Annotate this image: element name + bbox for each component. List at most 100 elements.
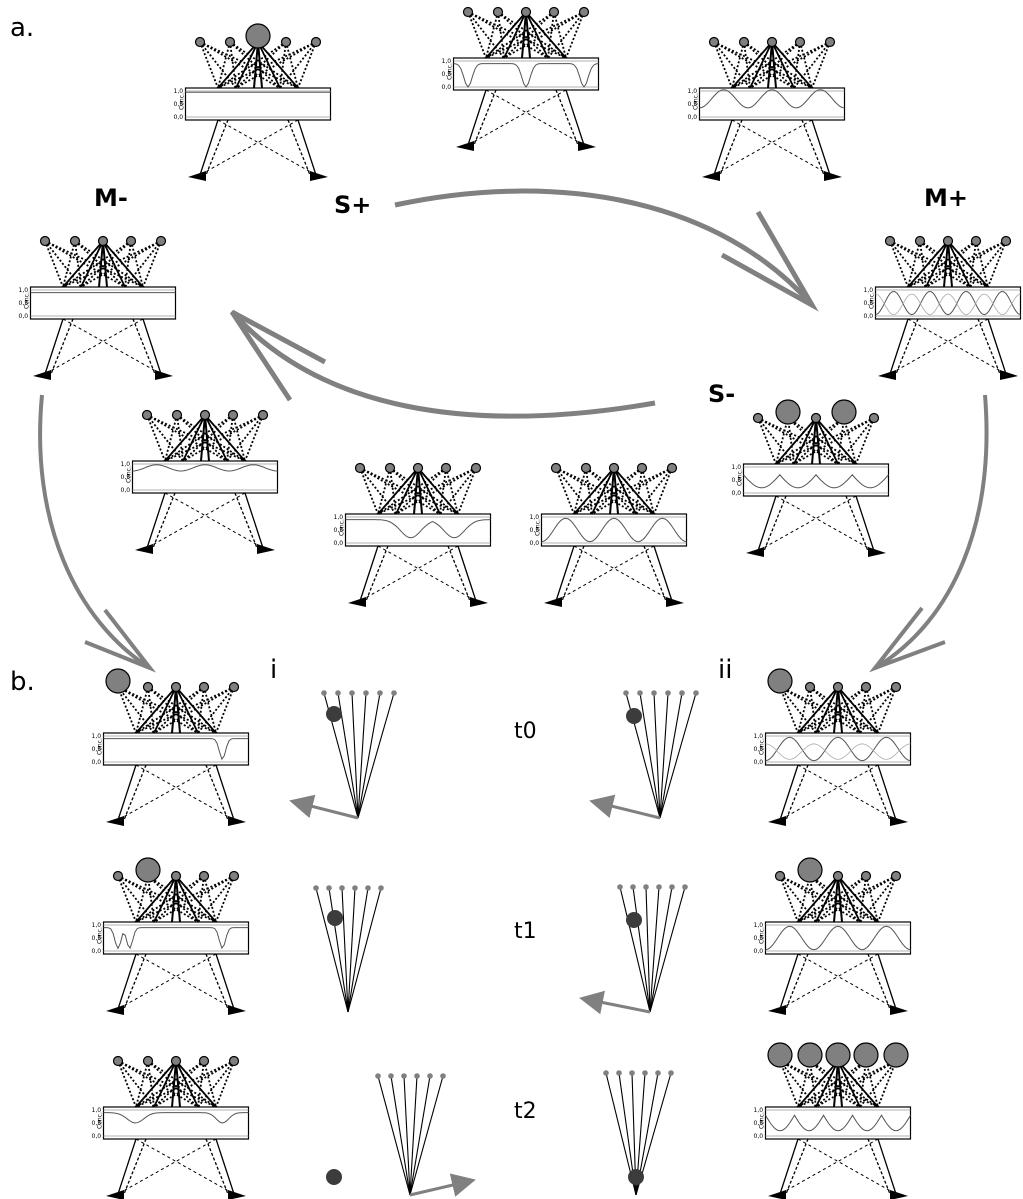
connection-line (889, 240, 909, 288)
fan-tip-node (352, 885, 358, 891)
sensor-node (125, 235, 137, 247)
active-node (831, 399, 857, 425)
cross-line (135, 764, 235, 821)
connection-line (837, 686, 879, 734)
state-s-minus-label: S- (708, 380, 735, 408)
fan-line (347, 887, 382, 1013)
y-axis-label: Conc. (179, 93, 186, 110)
leg-line (146, 492, 166, 549)
fan-tip-node (665, 690, 671, 696)
connection-line (837, 875, 879, 923)
network-diagram-8: Conc.1,00,50,0 (732, 399, 890, 557)
concentration-curve (875, 293, 1021, 315)
connection-line (417, 467, 459, 515)
foot-left (348, 597, 366, 607)
y-tick-label: 0,0 (530, 540, 540, 547)
connection-line (80, 240, 162, 288)
connection-line (811, 417, 817, 465)
sensor-node (112, 870, 124, 882)
active-node (135, 857, 161, 883)
y-tick-label: 1,0 (121, 461, 131, 468)
connection-line (485, 11, 555, 59)
sensor-node (171, 409, 183, 421)
fan-line (347, 887, 369, 1013)
y-tick-label: 1,0 (174, 88, 184, 95)
sensor-node (860, 870, 872, 882)
y-tick-label: 0,5 (442, 71, 452, 78)
y-tick-label: 0,5 (754, 1120, 764, 1127)
fan-tip-node (603, 1070, 609, 1076)
connection-line (199, 41, 219, 89)
sensor-node (1000, 235, 1012, 247)
connection-line (547, 11, 585, 59)
connection-line (779, 875, 861, 923)
connection-line (815, 417, 857, 465)
connection-line (117, 686, 137, 734)
cross-line (731, 119, 831, 176)
connection-line (117, 686, 155, 734)
cross-line (117, 1138, 217, 1195)
leg-line (779, 1138, 799, 1195)
concentration-plot (102, 921, 250, 955)
sensor-node (636, 462, 648, 474)
connection-line (797, 875, 839, 923)
connection-line (215, 875, 235, 923)
fan-tip-node (326, 885, 332, 891)
foot-left (188, 171, 206, 181)
connection-line (591, 467, 673, 515)
connection-line (877, 875, 897, 923)
connection-line (987, 240, 1007, 288)
sensor-node (97, 235, 109, 247)
sensor-node (69, 235, 81, 247)
concentration-plot (698, 87, 846, 121)
connection-line (833, 1060, 839, 1108)
cross-line (797, 764, 897, 821)
connection-line (175, 875, 217, 923)
connection-line (779, 1060, 799, 1108)
cross-line (199, 119, 299, 176)
connection-line (503, 11, 585, 59)
concentration-curve (765, 743, 911, 760)
connection-line (485, 11, 527, 59)
sensor-node (354, 462, 366, 474)
connection-line (779, 686, 799, 734)
connection-line (573, 467, 615, 515)
y-tick-label: 0,5 (754, 746, 764, 753)
connection-line (117, 875, 137, 923)
sensor-node (227, 409, 239, 421)
sensor-node (548, 6, 560, 18)
sensor-node (860, 681, 872, 693)
fan-line (649, 886, 660, 1013)
connection-line (153, 1060, 235, 1108)
active-node (797, 857, 823, 883)
network-diagram-5: Conc.1,00,50,0 (121, 409, 279, 554)
sensor-node (890, 681, 902, 693)
connection-line (226, 414, 264, 462)
y-tick-label: 0,5 (19, 300, 29, 307)
connection-line (837, 417, 875, 465)
fan-tip-node (349, 690, 355, 696)
direction-arrow (409, 1173, 476, 1197)
sensor-node (462, 6, 474, 18)
connection-line (889, 240, 971, 288)
network-diagram-7: Conc.1,00,50,0 (530, 462, 688, 607)
concentration-plot (344, 513, 492, 547)
target-ball (628, 1169, 644, 1185)
foot-left (702, 171, 720, 181)
connection-line (359, 467, 397, 515)
cross-line (217, 119, 317, 176)
fan-tip-node (313, 885, 319, 891)
connection-line (749, 41, 773, 89)
cross-line (377, 545, 477, 602)
sensor-node (890, 870, 902, 882)
fan-line (357, 692, 381, 819)
leg-line (44, 318, 64, 375)
y-tick-label: 0,5 (92, 935, 102, 942)
y-tick-label: 0,5 (688, 101, 698, 108)
connection-line (215, 686, 235, 734)
fan-line (639, 692, 661, 819)
connection-line (117, 1060, 155, 1108)
foot-left (106, 816, 124, 826)
state-m-minus-label: M- (94, 184, 128, 212)
y-tick-label: 1,0 (334, 514, 344, 521)
